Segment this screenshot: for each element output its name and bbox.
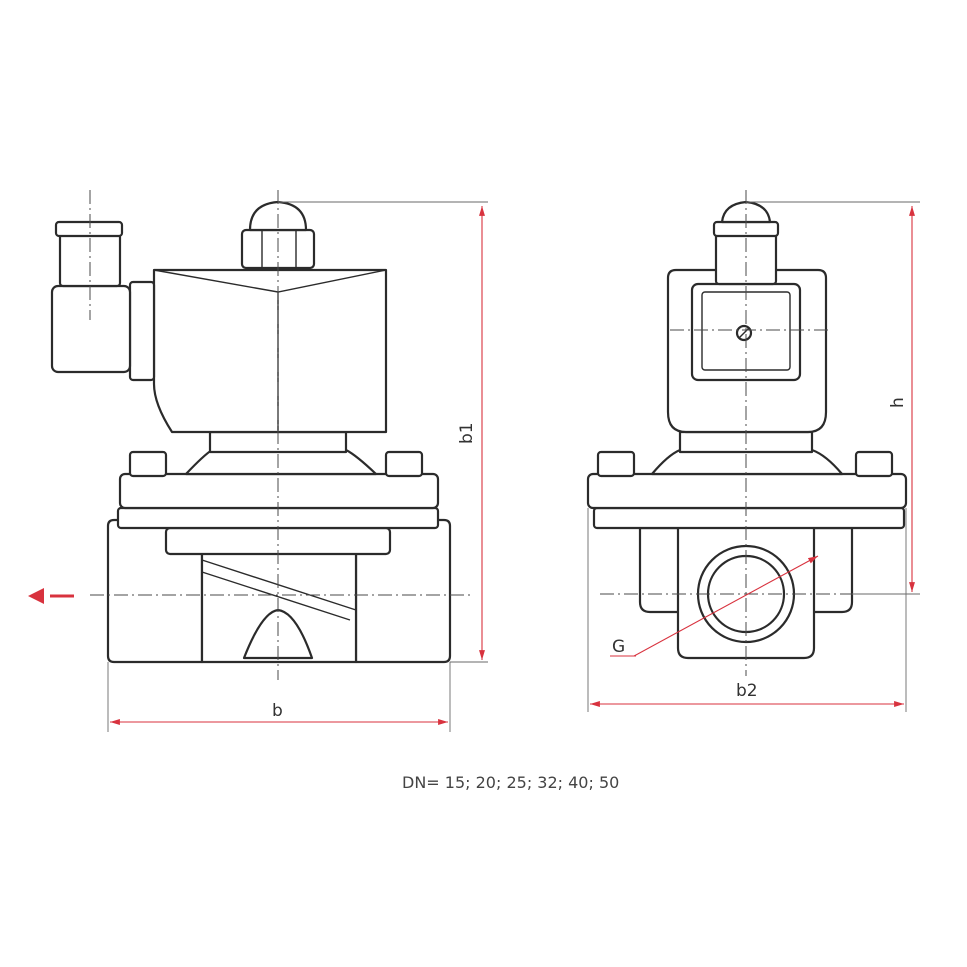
side-body-inlet-port — [106, 518, 204, 664]
side-dimensions: b b1 — [107, 201, 488, 732]
side-bolt-left — [128, 450, 168, 478]
side-connector-plug — [50, 284, 132, 374]
dim-b-label: b — [272, 701, 283, 721]
front-bolt-left — [596, 450, 636, 478]
side-body-outlet-port — [354, 518, 452, 664]
side-connector-bracket — [128, 280, 156, 382]
flow-direction-arrow — [28, 588, 74, 604]
dim-h-label: h — [888, 397, 908, 408]
front-flange-plate — [586, 472, 908, 510]
side-hex-nut-faces — [261, 230, 297, 268]
side-view — [50, 190, 470, 680]
front-dimensions: b2 h G — [587, 201, 920, 712]
side-body-diagonal-rib — [201, 559, 357, 621]
front-diaphragm-dome — [650, 448, 844, 476]
dim-b1-label: b1 — [457, 422, 477, 444]
front-flange-gasket — [592, 506, 906, 530]
dim-b2-label: b2 — [736, 681, 758, 701]
nominal-diameter-caption: DN= 15; 20; 25; 32; 40; 50 — [402, 773, 619, 792]
dim-g-leader — [633, 555, 819, 657]
front-view — [586, 190, 908, 676]
front-bolt-right — [854, 450, 894, 478]
side-connector-gland — [54, 220, 124, 238]
side-diaphragm-dome — [184, 448, 378, 476]
dim-g-label: G — [612, 637, 625, 657]
side-bolt-right — [384, 450, 424, 478]
side-coil-housing — [152, 268, 388, 434]
side-flange-plate — [118, 472, 440, 510]
